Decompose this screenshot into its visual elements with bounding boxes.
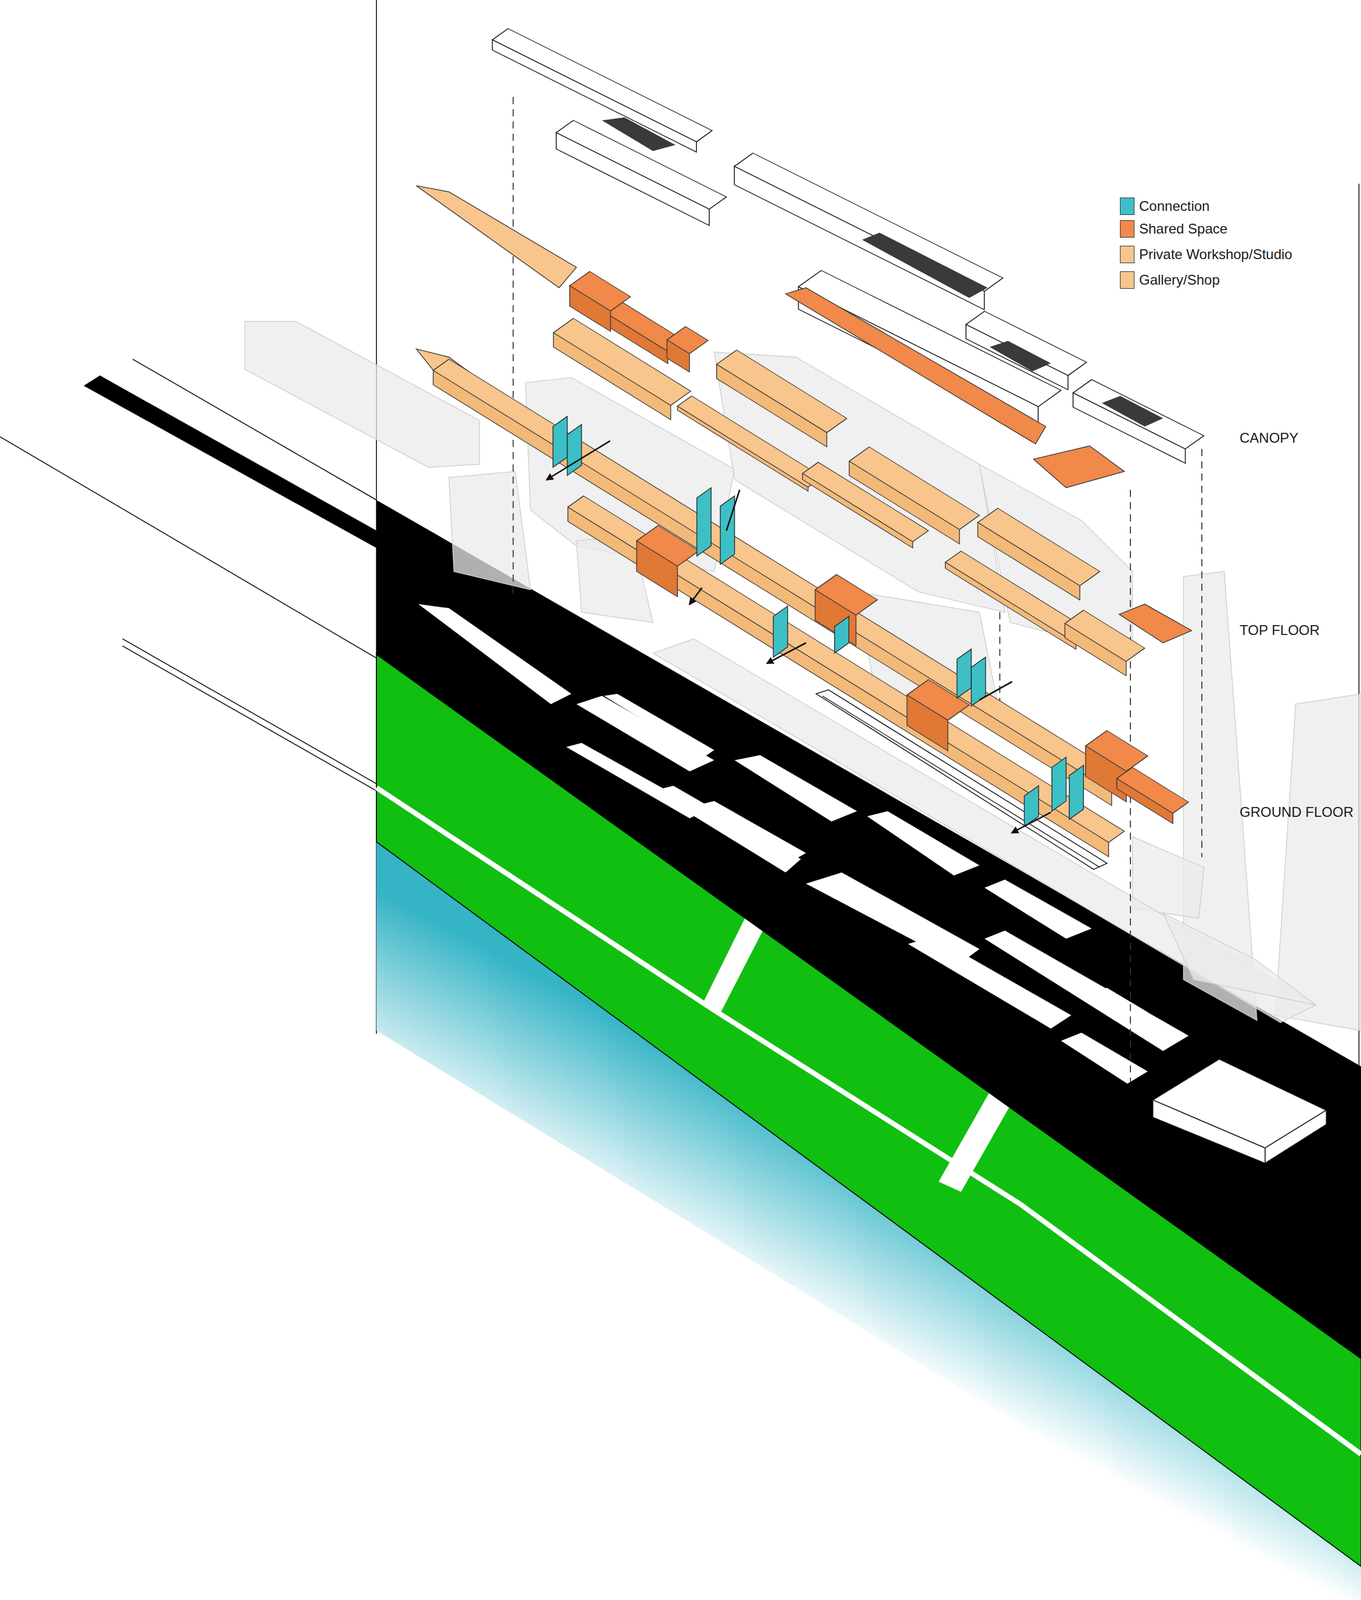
legend-row: Connection bbox=[1119, 197, 1210, 215]
legend-text: Shared Space bbox=[1139, 220, 1228, 237]
legend-swatch bbox=[1119, 245, 1135, 264]
floor-label: TOP FLOOR bbox=[1239, 622, 1320, 639]
legend-swatch bbox=[1119, 271, 1135, 289]
legend-swatch bbox=[1119, 197, 1135, 215]
legend-text: Connection bbox=[1139, 198, 1210, 215]
floor-label: GROUND FLOOR bbox=[1239, 803, 1354, 821]
legend-text: Private Workshop/Studio bbox=[1139, 246, 1293, 263]
legend-row: Shared Space bbox=[1119, 220, 1228, 238]
legend-row: Gallery/Shop bbox=[1119, 271, 1220, 289]
legend-text: Gallery/Shop bbox=[1139, 271, 1220, 289]
legend-swatch bbox=[1119, 220, 1135, 238]
floor-label: CANOPY bbox=[1239, 429, 1299, 447]
legend-row: Private Workshop/Studio bbox=[1119, 245, 1293, 264]
